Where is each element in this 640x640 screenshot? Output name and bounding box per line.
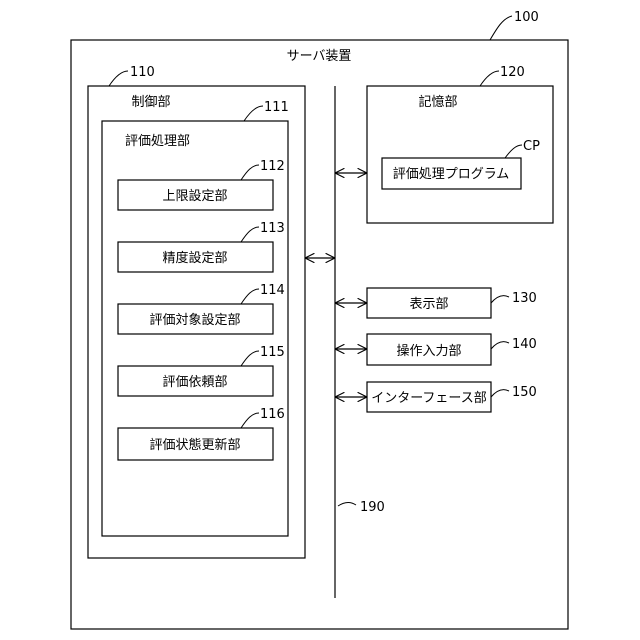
unit-request-leader <box>241 351 259 366</box>
interface-ref-leader <box>491 390 509 397</box>
storage-box <box>367 86 553 223</box>
unit-target-label: 評価対象設定部 <box>149 312 240 328</box>
program-ref: CP <box>523 139 540 154</box>
input-label: 操作入力部 <box>396 343 461 359</box>
input-ref-leader <box>491 342 509 349</box>
unit-status-update-ref: 116 <box>260 407 285 422</box>
unit-upper-limit-leader <box>241 165 259 180</box>
display-ref-leader <box>491 296 509 303</box>
program-ref-leader <box>505 145 522 158</box>
unit-request-label: 評価依頼部 <box>162 375 227 390</box>
unit-target-leader <box>241 289 259 304</box>
interface-label: インターフェース部 <box>371 391 487 406</box>
server-title: サーバ装置 <box>287 49 352 64</box>
unit-precision-leader <box>241 227 259 242</box>
evaluation-ref-leader <box>244 106 263 121</box>
display-ref: 130 <box>512 291 537 306</box>
control-ref-leader <box>109 71 128 86</box>
input-ref: 140 <box>512 337 537 352</box>
unit-precision-label: 精度設定部 <box>162 250 227 266</box>
unit-status-update-leader <box>241 413 259 428</box>
storage-ref-leader <box>480 71 499 86</box>
unit-status-update-label: 評価状態更新部 <box>149 437 240 453</box>
unit-request-ref: 115 <box>260 345 285 360</box>
server-ref-leader <box>490 16 512 40</box>
bus-ref-leader <box>338 502 356 506</box>
unit-upper-limit-label: 上限設定部 <box>162 188 227 204</box>
control-ref: 110 <box>130 65 155 80</box>
program-label: 評価処理プログラム <box>393 167 510 182</box>
unit-target-ref: 114 <box>260 283 285 298</box>
display-label: 表示部 <box>409 297 448 312</box>
interface-ref: 150 <box>512 385 537 400</box>
bus-ref: 190 <box>360 500 385 515</box>
storage-ref: 120 <box>500 65 525 80</box>
evaluation-box <box>102 121 288 536</box>
unit-precision-ref: 113 <box>260 221 285 236</box>
control-title: 制御部 <box>131 95 170 110</box>
server-ref: 100 <box>514 10 539 25</box>
evaluation-title: 評価処理部 <box>125 134 190 149</box>
storage-title: 記憶部 <box>418 94 457 110</box>
unit-upper-limit-ref: 112 <box>260 159 285 174</box>
evaluation-ref: 111 <box>264 100 289 115</box>
